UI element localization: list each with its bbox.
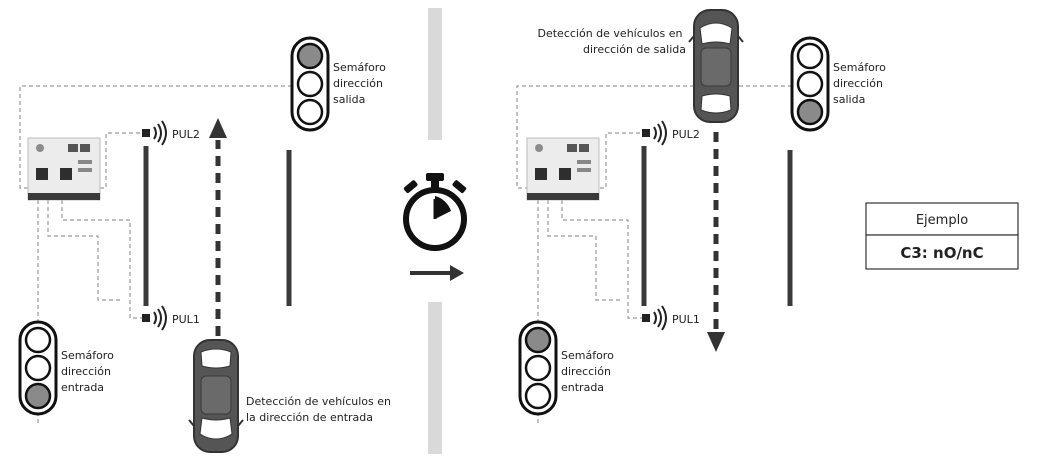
traffic-light-exit [290, 36, 330, 132]
loop-label-pul1: PUL1 [672, 313, 700, 326]
traffic-light-entry [518, 320, 558, 416]
car-icon [688, 9, 744, 123]
loop-sensor-icon [642, 305, 667, 331]
controller-board-icon [526, 137, 600, 201]
entry-direction-arrow [209, 118, 227, 336]
example-value: C3: nO/nC [900, 244, 983, 262]
arrow-right-icon [410, 265, 464, 281]
right-car-caption: Detección de vehículos en dirección de s… [538, 27, 687, 56]
entry-light-label: Semáforo dirección entrada [61, 349, 117, 394]
loop-label-pul2: PUL2 [672, 128, 700, 141]
loop-label-pul1: PUL1 [172, 313, 200, 326]
traffic-light-entry [18, 320, 58, 416]
loop-sensor-icon [142, 120, 167, 146]
example-box: Ejemplo C3: nO/nC [865, 202, 1019, 270]
loop-sensor-icon [142, 305, 167, 331]
exit-light-label: Semáforo dirección salida [833, 61, 889, 106]
wiring [516, 85, 792, 424]
traffic-light-exit [790, 36, 830, 132]
left-scene: PUL2 PUL1 Semáforo dirección salida [18, 36, 395, 453]
controller-board-icon [27, 137, 101, 201]
right-scene: PUL2 PUL1 Detección de vehículos en dire… [516, 9, 889, 424]
lamp-active [24, 382, 52, 410]
scene-divider [428, 8, 442, 454]
stopwatch-icon [403, 173, 467, 251]
loop-sensor-icon [642, 120, 667, 146]
example-title: Ejemplo [916, 213, 968, 228]
exit-light-label: Semáforo dirección salida [333, 61, 389, 106]
lamp-active [296, 42, 324, 70]
loop-label-pul2: PUL2 [172, 128, 200, 141]
left-car-caption: Detección de vehículos en la dirección d… [246, 395, 395, 424]
entry-light-label: Semáforo dirección entrada [561, 349, 617, 394]
wiring [19, 85, 292, 424]
lamp-active [524, 326, 552, 354]
car-icon [188, 339, 244, 453]
exit-direction-arrow [707, 132, 725, 352]
lamp-active [796, 98, 824, 126]
